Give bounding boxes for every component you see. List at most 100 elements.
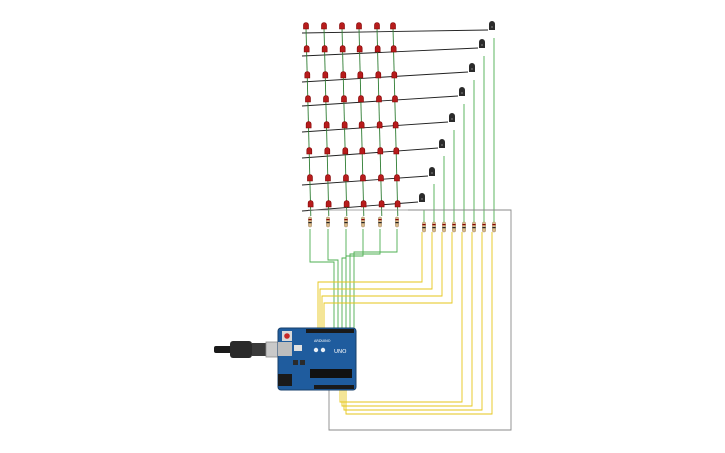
- led[interactable]: [359, 147, 366, 155]
- transistor[interactable]: [479, 39, 485, 48]
- led[interactable]: [375, 71, 382, 79]
- led[interactable]: [392, 121, 399, 129]
- led[interactable]: [390, 22, 396, 30]
- led[interactable]: [304, 71, 311, 79]
- led[interactable]: [358, 95, 364, 103]
- transistor-signal-wire: [317, 232, 423, 329]
- column-resistor[interactable]: [326, 216, 330, 228]
- led[interactable]: [341, 121, 348, 129]
- led-body: [356, 45, 363, 53]
- transistor-signal-wire: [339, 232, 463, 403]
- led[interactable]: [377, 147, 384, 155]
- resistor-band: [344, 222, 348, 224]
- led-body: [360, 200, 367, 208]
- led[interactable]: [378, 200, 385, 208]
- led[interactable]: [307, 174, 313, 182]
- led[interactable]: [394, 200, 401, 208]
- transistor[interactable]: [449, 113, 455, 122]
- led[interactable]: [324, 147, 331, 155]
- led[interactable]: [307, 200, 314, 208]
- row-resistor[interactable]: [452, 221, 456, 233]
- led[interactable]: [341, 95, 347, 103]
- led[interactable]: [390, 45, 397, 53]
- led[interactable]: [356, 22, 362, 30]
- led[interactable]: [305, 121, 312, 129]
- led[interactable]: [392, 95, 398, 103]
- arduino-uno-board[interactable]: UNO ARDUINO: [277, 327, 357, 391]
- led[interactable]: [306, 147, 313, 155]
- resistor-band: [492, 224, 496, 226]
- led-body: [341, 121, 348, 129]
- led[interactable]: [323, 121, 330, 129]
- led[interactable]: [376, 95, 382, 103]
- led[interactable]: [393, 147, 400, 155]
- led[interactable]: [339, 22, 345, 30]
- power-jack: [278, 374, 292, 386]
- led-body: [378, 174, 384, 182]
- transistor[interactable]: [419, 193, 425, 202]
- led-body: [376, 121, 383, 129]
- row-resistor[interactable]: [462, 221, 466, 233]
- led[interactable]: [343, 200, 350, 208]
- led[interactable]: [391, 71, 398, 79]
- transistor[interactable]: [429, 167, 435, 176]
- led[interactable]: [360, 174, 366, 182]
- row-resistor[interactable]: [472, 221, 476, 233]
- led[interactable]: [340, 71, 347, 79]
- column-signal-wire: [341, 229, 347, 329]
- column-resistor[interactable]: [344, 216, 348, 228]
- led[interactable]: [343, 174, 349, 182]
- led-body: [343, 200, 350, 208]
- led-body: [375, 71, 382, 79]
- led[interactable]: [378, 174, 384, 182]
- led[interactable]: [374, 22, 380, 30]
- transistor[interactable]: [469, 63, 475, 72]
- led[interactable]: [374, 45, 381, 53]
- led[interactable]: [321, 45, 328, 53]
- led-body: [392, 121, 399, 129]
- led[interactable]: [357, 71, 364, 79]
- transistor[interactable]: [489, 21, 495, 30]
- resistor-band: [308, 219, 312, 221]
- led-body: [390, 45, 397, 53]
- column-resistor[interactable]: [308, 216, 312, 228]
- led[interactable]: [303, 22, 309, 30]
- led[interactable]: [305, 95, 311, 103]
- resistor-band: [482, 224, 486, 226]
- led[interactable]: [325, 174, 331, 182]
- led[interactable]: [339, 45, 346, 53]
- led[interactable]: [321, 22, 327, 30]
- led[interactable]: [325, 200, 332, 208]
- led[interactable]: [360, 200, 367, 208]
- resistor-bank: [308, 216, 496, 233]
- row-resistor[interactable]: [492, 221, 496, 233]
- resistor-band: [422, 227, 426, 229]
- resistor-band: [395, 222, 399, 224]
- led[interactable]: [322, 71, 329, 79]
- usb-cable[interactable]: [214, 341, 283, 358]
- column-resistor[interactable]: [378, 216, 382, 228]
- transistor-body: [439, 139, 445, 148]
- transistor-body: [449, 113, 455, 122]
- led[interactable]: [358, 121, 365, 129]
- led[interactable]: [303, 45, 310, 53]
- led[interactable]: [356, 45, 363, 53]
- led-body: [392, 95, 398, 103]
- led[interactable]: [394, 174, 400, 182]
- row-resistor[interactable]: [432, 221, 436, 233]
- column-resistor[interactable]: [361, 216, 365, 228]
- row-resistor[interactable]: [442, 221, 446, 233]
- led[interactable]: [342, 147, 349, 155]
- led[interactable]: [323, 95, 329, 103]
- transistor[interactable]: [459, 87, 465, 96]
- led-body: [341, 95, 347, 103]
- led[interactable]: [376, 121, 383, 129]
- transistor[interactable]: [439, 139, 445, 148]
- row-resistor[interactable]: [482, 221, 486, 233]
- row-resistor[interactable]: [422, 221, 426, 233]
- resistor-band: [472, 224, 476, 226]
- led-matrix: [303, 22, 401, 208]
- column-resistor[interactable]: [395, 216, 399, 228]
- led-body: [305, 95, 311, 103]
